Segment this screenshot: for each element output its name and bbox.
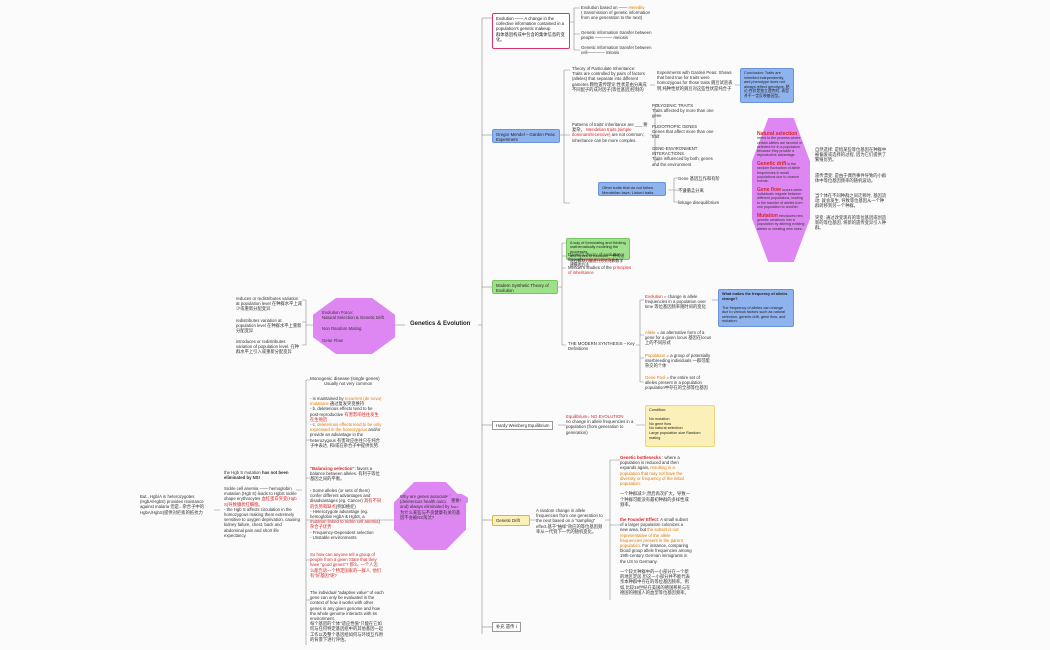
mating-effect: redistributes variation at population le… <box>236 318 302 334</box>
maintenance-note: - is maintained by recurrent (de novo) m… <box>310 396 382 448</box>
darwin-note: Darwin's theory of evolution through nat… <box>568 252 621 263</box>
gene-environment-note: GENE-ENVIRONMENT INTERACTIONS Traits inf… <box>652 146 713 167</box>
key-definitions-note: THE MODERN SYNTHESIS – Key Definitions <box>568 341 635 352</box>
mitosis-note: Genetic information transfer between cel… <box>581 45 652 56</box>
hardy-weinberg-node[interactable]: Hardy Weinberg Equilibrium <box>492 421 554 430</box>
heredity-note: Evolution based on —— Heredity ( transmi… <box>581 5 651 21</box>
allele-change-box[interactable]: What makes the frequency of alleles chan… <box>718 289 794 327</box>
hw-conditions-box[interactable]: Condition: No mutation No gene flow No n… <box>645 405 715 447</box>
evolution-definition-node[interactable]: Evolution —— A change in the collective … <box>492 13 570 49</box>
balancing-selection-note: "Balancing selection": favors a balance … <box>310 466 380 482</box>
mendel-conclusion-box[interactable]: Conclusion: Traits are inherited indepen… <box>740 68 794 103</box>
drift-chinese-note: 遗传漂变: 是由于偶然事件导致的小群体中等位基因频率的随机波动。 <box>815 173 887 184</box>
allele-change-question: What makes the frequency of alleles chan… <box>722 292 788 301</box>
sickle-cell-note: Sickle cell anemia —— hemoglobin mutatio… <box>224 486 300 538</box>
disease-question-octagon[interactable] <box>394 482 466 550</box>
gene-interaction-note: Gene 基因互作和有阶 <box>678 176 720 181</box>
polygenic-note: POLYGENIC TRAITS Traits affected by more… <box>652 103 714 119</box>
genetic-drift-node[interactable]: Genetic Drift <box>492 515 530 526</box>
ns-chinese-note: 自然选择: 是指某些等位基因在种群中被偏爱或选择的过程, 因为它们提供了繁殖优势… <box>815 147 887 163</box>
bottleneck-note: Genetic bottlenecks : where a population… <box>620 455 690 507</box>
selection-drift-effect: reduces or redistributes variation at po… <box>236 296 302 312</box>
central-topic[interactable]: Genetics & Evolution <box>410 321 471 327</box>
gene-flow-effect: introduces or redistributes variation of… <box>236 339 300 355</box>
independent-note: 不遵循孟分离 <box>678 188 704 193</box>
malaria-resistance-note: But.. Hgb/A in heterozygotes (HgbA/HgbS)… <box>140 494 204 515</box>
flow-chinese-note: 当个体在不同种群之间迁移时, 基因流动: 就会发生, 导致等位基因从一个种群转移… <box>815 193 887 209</box>
pleiotropic-note: PLEIOTROPIC GENES Genes that affect more… <box>652 124 714 140</box>
linkage-note: linkage disequilibrium <box>678 200 720 205</box>
math-modeling-box[interactable]: A way of formulating and thinking mathem… <box>566 238 630 267</box>
allele-def-note: Allele = an alternative form of a gene f… <box>645 330 712 346</box>
garden-peas-note: Experiments with Garden Peas: Shows that… <box>657 70 733 91</box>
important-label: 重要! <box>451 498 461 503</box>
evolution-forces-octagon <box>752 118 810 262</box>
force-non-random-mating: Non Random Mating <box>322 326 362 331</box>
equilibrium-note: Equilibrium= NO EVOLUTION no change in a… <box>566 414 634 435</box>
other-traits-box[interactable]: Other traits that do not follow Mendelia… <box>598 182 666 196</box>
mendel-node[interactable]: Gregor Mendel – Garden Peas Experiment <box>492 129 560 143</box>
particulate-inheritance-note: Theory of Particulate Inheritance: Trait… <box>572 66 647 92</box>
monogenic-title: Monogenic disease (single genes) <box>310 376 380 381</box>
allele-change-answer: The frequency of alleles can change due … <box>722 305 786 324</box>
supplement-node[interactable]: 补充 遗传 ⅰ <box>492 622 521 632</box>
hgbs-title: the Hgb S mutation has not been eliminat… <box>224 470 289 481</box>
drift-definition-note: A random change in allele frequencies fr… <box>536 508 603 534</box>
evolution-def-note: Evolution = change in allele frequencies… <box>645 294 706 310</box>
forces-octagon[interactable] <box>313 298 395 354</box>
forces-definitions-text: Natural selection refers to the process … <box>757 131 805 231</box>
adaptive-value-note: The individual "adaptive value" of each … <box>310 590 384 642</box>
monogenic-subtitle: Usually not very common <box>324 381 373 386</box>
population-def-note: Population = a group of potentially inte… <box>645 353 711 369</box>
mendel-principles-note: Mendel's studies of the principles of in… <box>568 265 632 276</box>
inheritance-patterns-note: Patterns of traits' inheritance are ___ … <box>572 122 648 143</box>
disease-question-text: Why are genes associated to (deleterious… <box>400 494 461 520</box>
mutation-chinese-note: 突变: 通过改变现有的等位基因或创造新的等位基因, 将新的遗传变异引入种群。 <box>815 215 887 231</box>
modern-synthesis-node[interactable]: Modern Synthetic Theory of Evolution <box>492 280 558 294</box>
force-gene-flow: Gene Flow <box>322 338 343 343</box>
good-genes-note: So how can anyone tell a group of people… <box>310 552 382 578</box>
important-badge <box>446 494 468 506</box>
founder-note: the Founder Effect: A small subset of a … <box>620 517 692 595</box>
meiosis-note: Genetic information transfer between peo… <box>581 30 652 41</box>
balancing-detail-note: - Some alleles (or sets of them) confer … <box>310 488 382 540</box>
genepool-def-note: Gene Pool = the entire set of alleles pr… <box>645 375 708 391</box>
force-selection-drift: Evolution Force: Natural Selection & Gen… <box>322 310 384 321</box>
